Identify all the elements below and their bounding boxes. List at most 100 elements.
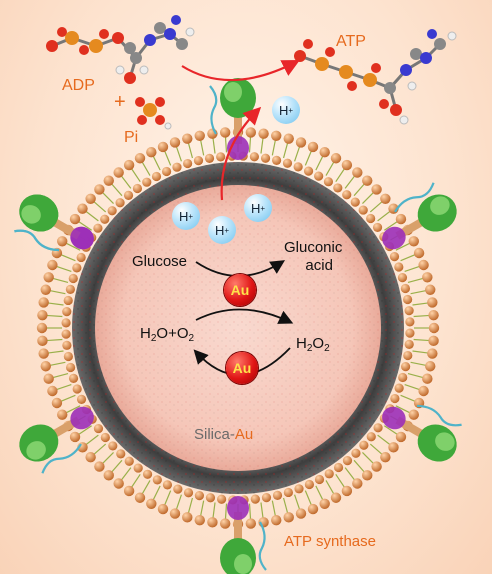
lipid-head: [293, 162, 303, 172]
lipid-head: [77, 203, 88, 214]
lipid-head: [366, 213, 376, 224]
lipid-head: [43, 373, 54, 384]
silica-au-label: Silica-Au: [194, 427, 253, 442]
lipid-head: [146, 498, 157, 509]
lipid-head: [333, 183, 343, 193]
adp-label: ADP: [62, 77, 95, 94]
lipid-head: [258, 128, 269, 139]
lipid-head: [40, 361, 51, 372]
lipid-head: [66, 362, 76, 373]
lipid-head: [330, 153, 342, 164]
lipid-head: [68, 373, 79, 383]
lipid-head: [76, 252, 86, 263]
gold-nanoparticle-icon: Au: [224, 274, 256, 306]
lipid-head: [283, 133, 294, 144]
lipid-head: [62, 340, 72, 350]
gluconic-acid-line2: acid: [305, 257, 333, 274]
lipid-head: [403, 294, 413, 305]
lipid-head: [398, 372, 408, 383]
lipid-head: [323, 177, 334, 187]
lipid-head: [427, 297, 438, 308]
lipid-head: [134, 153, 146, 164]
lipid-head: [366, 432, 376, 442]
lipid-head: [427, 348, 438, 359]
lipid-head: [194, 130, 205, 141]
lipid-head: [194, 491, 204, 501]
lipid-head: [146, 147, 157, 158]
pi-label: Pi: [124, 129, 139, 146]
lipid-head: [103, 470, 114, 481]
lipid-head: [389, 251, 400, 262]
atp-synthase-icon: [382, 182, 457, 250]
lipid-head: [76, 394, 87, 405]
atp-synthase-label: ATP synthase: [284, 533, 376, 550]
lipid-head: [123, 190, 134, 200]
lipid-head: [303, 166, 314, 176]
lipid-head: [351, 448, 361, 458]
lipid-head: [394, 262, 404, 272]
lipid-head: [85, 452, 96, 463]
lipid-head: [57, 409, 68, 420]
lipid-head: [115, 198, 125, 208]
lipid-head: [93, 423, 104, 434]
lipid-head: [388, 442, 399, 453]
lipid-head: [133, 463, 143, 473]
lipid-head: [283, 512, 294, 523]
lipid-head: [65, 284, 75, 294]
proton-flow-arrow: [220, 106, 262, 201]
lipid-head: [371, 461, 382, 472]
lipid-head: [205, 493, 216, 503]
plus-sign: +: [114, 91, 126, 113]
lipid-head: [47, 385, 58, 397]
adp-to-atp-arrow: [181, 59, 300, 82]
au-top-label: Au: [230, 282, 250, 298]
lipid-tails: [46, 136, 430, 520]
lipid-head: [100, 432, 110, 443]
lipid-head: [342, 456, 353, 466]
lipid-head: [425, 361, 436, 372]
lipid-head: [350, 197, 360, 207]
lipid-head: [261, 493, 272, 503]
lipid-head: [405, 317, 415, 327]
lipid-head: [359, 440, 369, 450]
lipid-head: [304, 479, 315, 490]
lipid-head: [272, 490, 283, 500]
lipid-head: [408, 409, 419, 420]
lipid-head: [37, 309, 48, 321]
proton-icon-3: H+: [244, 194, 272, 222]
silica-label-part: Silica-: [194, 426, 235, 443]
lipid-head: [428, 335, 439, 347]
lipid-heads-outer: [36, 126, 440, 530]
lipid-head: [37, 335, 48, 347]
lipid-head: [93, 223, 103, 233]
proton-icon-outside: H+: [272, 96, 300, 124]
lipid-head: [324, 469, 334, 479]
lipid-head: [401, 362, 411, 372]
lipid-head: [428, 309, 439, 321]
lipid-head: [142, 469, 153, 479]
atp-label: ATP: [336, 33, 366, 50]
h2o2-label: H2O2: [296, 335, 330, 354]
h2o-o2-label: H2O+O2: [140, 325, 195, 344]
lipid-head: [162, 480, 173, 490]
lipid-head: [403, 350, 413, 361]
atp-synthase-group: [14, 78, 462, 574]
silica-au-label-part: Au: [234, 426, 254, 443]
lipid-head: [217, 494, 227, 504]
lipid-head: [183, 158, 193, 169]
lipid-head: [182, 133, 193, 144]
lipid-head: [405, 328, 415, 338]
lipid-head: [85, 193, 96, 204]
au-bottom-label: Au: [232, 360, 252, 376]
lipid-head: [314, 171, 324, 181]
lipid-head: [341, 159, 353, 171]
atp-synthase-icon: [19, 406, 94, 474]
lipid-head: [72, 263, 82, 273]
core-texture: [95, 185, 381, 471]
lipid-head: [123, 159, 135, 171]
gluconic-acid-line1: Gluconic: [284, 239, 343, 256]
lipid-head: [319, 147, 330, 158]
lipid-head: [358, 205, 368, 215]
